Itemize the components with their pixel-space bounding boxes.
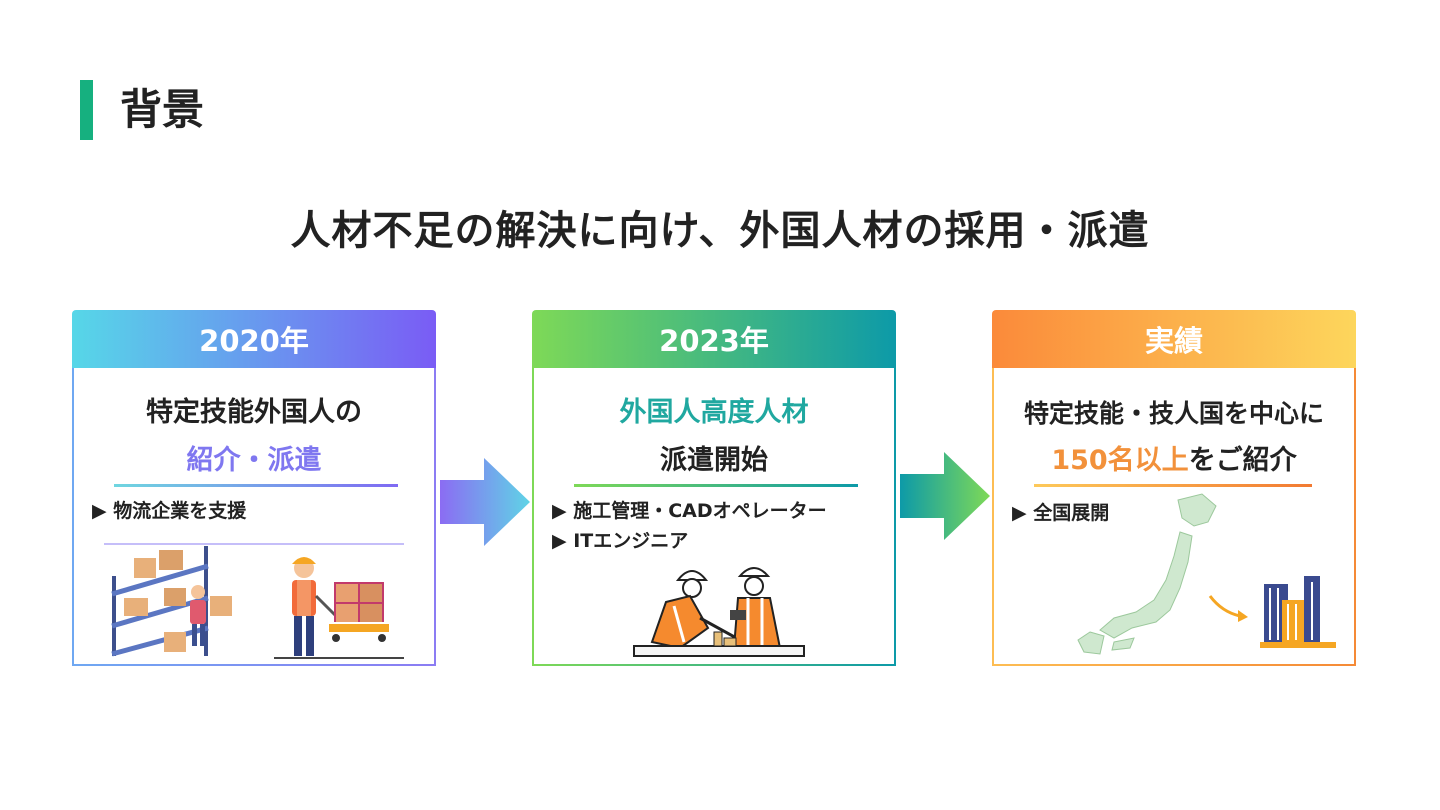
card-header: 2023年 — [532, 310, 896, 368]
card-body: 特定技能外国人の 紹介・派遣 ▶ 物流企業を支援 — [72, 368, 436, 666]
main-heading: 人材不足の解決に向け、外国人材の採用・派遣 — [290, 208, 1150, 254]
title-rest: をご紹介 — [1188, 445, 1297, 476]
warehouse-illustration — [104, 543, 404, 659]
card-2020: 2020年 特定技能外国人の 紹介・派遣 ▶ 物流企業を支援 — [72, 310, 436, 668]
arrow-right-icon — [440, 458, 530, 546]
card-2023: 2023年 外国人高度人材 派遣開始 ▶ 施工管理・CADオペレーター ▶ IT… — [532, 310, 896, 668]
card-title-line2: 紹介・派遣 — [186, 445, 322, 476]
card-title-line1: 外国人高度人材 — [619, 397, 809, 428]
card-title-line2: 派遣開始 — [660, 445, 768, 476]
bullet-item: ▶ 物流企業を支援 — [92, 500, 247, 522]
card-header: 実績 — [992, 310, 1356, 368]
title-underline — [574, 484, 858, 487]
section-title: 背景 — [120, 85, 205, 134]
card-body: 外国人高度人材 派遣開始 ▶ 施工管理・CADオペレーター ▶ ITエンジニア — [532, 368, 896, 666]
arrow-right-icon — [900, 452, 990, 540]
card-title-line1: 特定技能外国人の — [146, 397, 362, 428]
title-underline — [1034, 484, 1312, 487]
card-title-line1: 特定技能・技人国を中心に — [1023, 399, 1324, 428]
bullet-item: ▶ 施工管理・CADオペレーター — [552, 500, 827, 522]
bullet-item: ▶ ITエンジニア — [552, 530, 689, 552]
card-title-line2: 150名以上をご紹介 — [994, 438, 1354, 477]
card-results: 実績 特定技能・技人国を中心に 150名以上をご紹介 ▶ 全国展開 — [992, 310, 1356, 668]
card-header: 2020年 — [72, 310, 436, 368]
engineers-illustration — [633, 567, 805, 657]
card-body: 特定技能・技人国を中心に 150名以上をご紹介 ▶ 全国展開 — [992, 368, 1356, 666]
bullet-item: ▶ 全国展開 — [1012, 502, 1110, 524]
japan-map-illustration — [1077, 493, 1336, 655]
highlight-count: 150名以上 — [1051, 445, 1189, 476]
title-underline — [114, 484, 398, 487]
section-accent-bar — [80, 80, 93, 140]
